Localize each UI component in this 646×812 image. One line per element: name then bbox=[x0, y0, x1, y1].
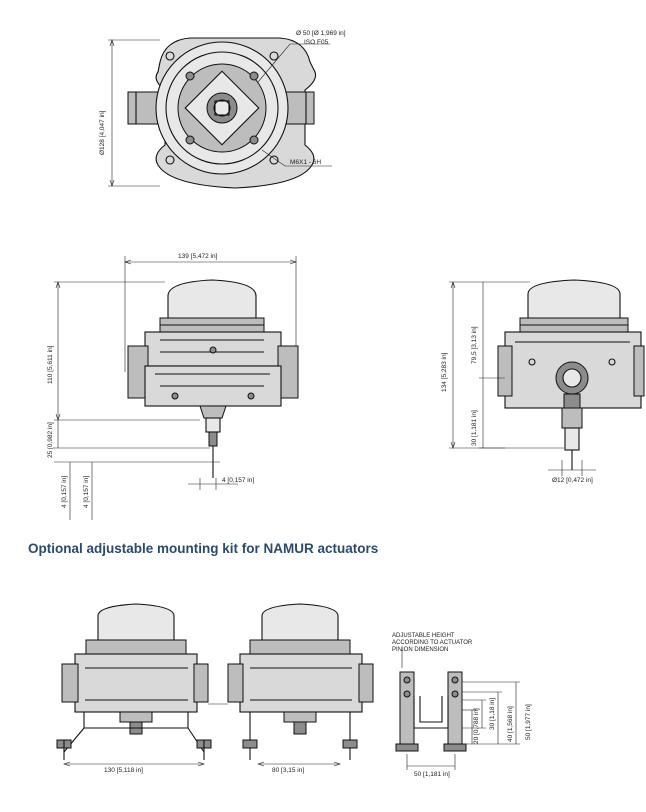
top-bolt-circle-dim: Ø 50 [Ø 1,969 in] bbox=[296, 30, 346, 37]
front-height-dim: 110 [5,611 in] bbox=[47, 345, 54, 384]
mounting-kit-bracket-detail bbox=[208, 650, 520, 770]
kit-width-a-dim: 130 [5,118 in] bbox=[104, 767, 143, 774]
kit-h4-dim: 20 [0,788 in] bbox=[473, 708, 480, 744]
top-diameter-dim: Ø128 [4,047 in] bbox=[99, 110, 106, 155]
side-shaft-dia-dim: Ø12 [0,472 in] bbox=[552, 477, 593, 484]
kit-h3-dim: 30 [1,18 in] bbox=[489, 698, 496, 730]
mounting-kit-view-a bbox=[56, 603, 212, 767]
front-width-dim: 139 [5,472 in] bbox=[178, 253, 218, 260]
front-slot-dim-a: 4 [0,157 in] bbox=[61, 476, 68, 508]
kit-h2-dim: 40 [1,568 in] bbox=[507, 706, 514, 742]
side-view bbox=[449, 279, 645, 476]
top-view bbox=[108, 37, 332, 189]
side-base-height-dim: 30 [1,181 in] bbox=[471, 410, 478, 446]
side-total-height-dim: 134 [5,283 in] bbox=[441, 352, 448, 392]
front-shaft-dim: 25 [0,982 in] bbox=[47, 422, 54, 458]
kit-h1-dim: 50 [1,977 in] bbox=[525, 704, 532, 740]
section-heading: Optional adjustable mounting kit for NAM… bbox=[28, 541, 379, 556]
top-flange-std: ISO F05 bbox=[304, 39, 329, 46]
top-thread-dim: M6X1 - 6H bbox=[290, 159, 321, 166]
mounting-kit-view-b bbox=[227, 603, 374, 767]
side-cap-height-dim: 79,5 [3,13 in] bbox=[471, 326, 478, 364]
kit-note-line2: ACCORDING TO ACTUATOR bbox=[392, 640, 473, 646]
kit-bracket-width-dim: 50 [1,181 in] bbox=[414, 771, 450, 778]
front-slot-dim-b: 4 [0,157 in] bbox=[83, 476, 90, 508]
kit-width-b-dim: 80 [3,15 in] bbox=[272, 767, 304, 774]
front-view bbox=[54, 256, 299, 520]
front-slot-dim-c: 4 [0,157 in] bbox=[222, 477, 254, 484]
kit-note-line3: PINION DIMENSION bbox=[392, 647, 448, 653]
kit-note-line1: ADJUSTABLE HEIGHT bbox=[392, 633, 455, 639]
